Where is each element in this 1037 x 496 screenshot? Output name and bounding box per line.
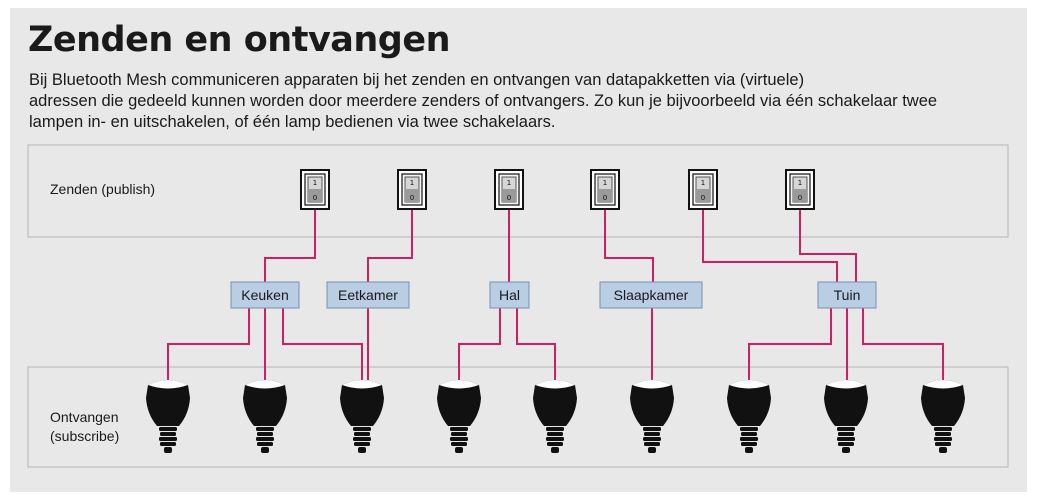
light-bulb-icon xyxy=(727,380,771,453)
group-layer: Keuken Eetkamer Hal Slaapkamer Tuin xyxy=(230,281,877,309)
wire-layer xyxy=(167,209,944,380)
publish-wire xyxy=(367,209,413,282)
subscribe-wire xyxy=(748,308,832,380)
intro-line-1: Bij Bluetooth Mesh communiceren apparate… xyxy=(29,71,805,89)
lamp-layer xyxy=(146,380,965,453)
group-label: Hal xyxy=(499,287,520,303)
switch-off-label: 0 xyxy=(798,194,802,202)
switch-on-label: 1 xyxy=(313,179,317,187)
group-address-tuin: Tuin xyxy=(817,281,877,309)
light-bulb-icon xyxy=(533,380,577,453)
light-switch-icon: 10 xyxy=(688,169,718,210)
light-switch-icon: 10 xyxy=(785,169,815,210)
group-address-keuken: Keuken xyxy=(230,281,300,309)
group-label: Slaapkamer xyxy=(614,287,689,303)
publish-wire xyxy=(702,209,838,282)
light-bulb-icon xyxy=(630,380,674,453)
light-switch-icon: 10 xyxy=(494,169,524,210)
group-address-eetkamer: Eetkamer xyxy=(326,281,410,309)
group-label: Eetkamer xyxy=(338,287,398,303)
switch-off-label: 0 xyxy=(603,194,607,202)
receive-row-label-line2: (subscribe) xyxy=(50,428,119,444)
group-label: Keuken xyxy=(241,287,288,303)
switch-on-label: 1 xyxy=(603,179,607,187)
group-address-hal: Hal xyxy=(489,281,530,309)
figure-title: Zenden en ontvangen xyxy=(28,20,451,60)
switch-off-label: 0 xyxy=(507,194,511,202)
light-bulb-icon xyxy=(824,380,868,453)
switch-on-label: 1 xyxy=(507,179,511,187)
light-bulb-icon xyxy=(437,380,481,453)
group-label: Tuin xyxy=(834,287,861,303)
publish-wire xyxy=(264,209,316,282)
light-bulb-icon xyxy=(243,380,287,453)
light-bulb-icon xyxy=(921,380,965,453)
subscribe-wire xyxy=(458,308,501,380)
subscribe-wire xyxy=(516,308,556,380)
light-switch-icon: 10 xyxy=(590,169,620,210)
subscribe-wire xyxy=(167,308,250,380)
publish-wire xyxy=(799,209,857,282)
switch-off-label: 0 xyxy=(701,194,705,202)
publish-wire xyxy=(604,209,654,282)
intro-line-3: lampen in- en uitschakelen, of één lamp … xyxy=(29,113,556,131)
light-bulb-icon xyxy=(340,380,384,453)
send-row-label: Zenden (publish) xyxy=(50,181,155,197)
subscribe-wire xyxy=(282,308,363,380)
switch-off-label: 0 xyxy=(313,194,317,202)
switch-on-label: 1 xyxy=(798,179,802,187)
switch-on-label: 1 xyxy=(410,179,414,187)
subscribe-wire xyxy=(862,308,944,380)
intro-line-2: adressen die gedeeld kunnen worden door … xyxy=(29,92,938,110)
light-switch-icon: 10 xyxy=(300,169,330,210)
switch-off-label: 0 xyxy=(410,194,414,202)
light-bulb-icon xyxy=(146,380,190,453)
receive-row-label-line1: Ontvangen xyxy=(50,409,119,425)
light-switch-icon: 10 xyxy=(397,169,427,210)
switch-on-label: 1 xyxy=(701,179,705,187)
group-address-slaapkamer: Slaapkamer xyxy=(599,281,703,309)
